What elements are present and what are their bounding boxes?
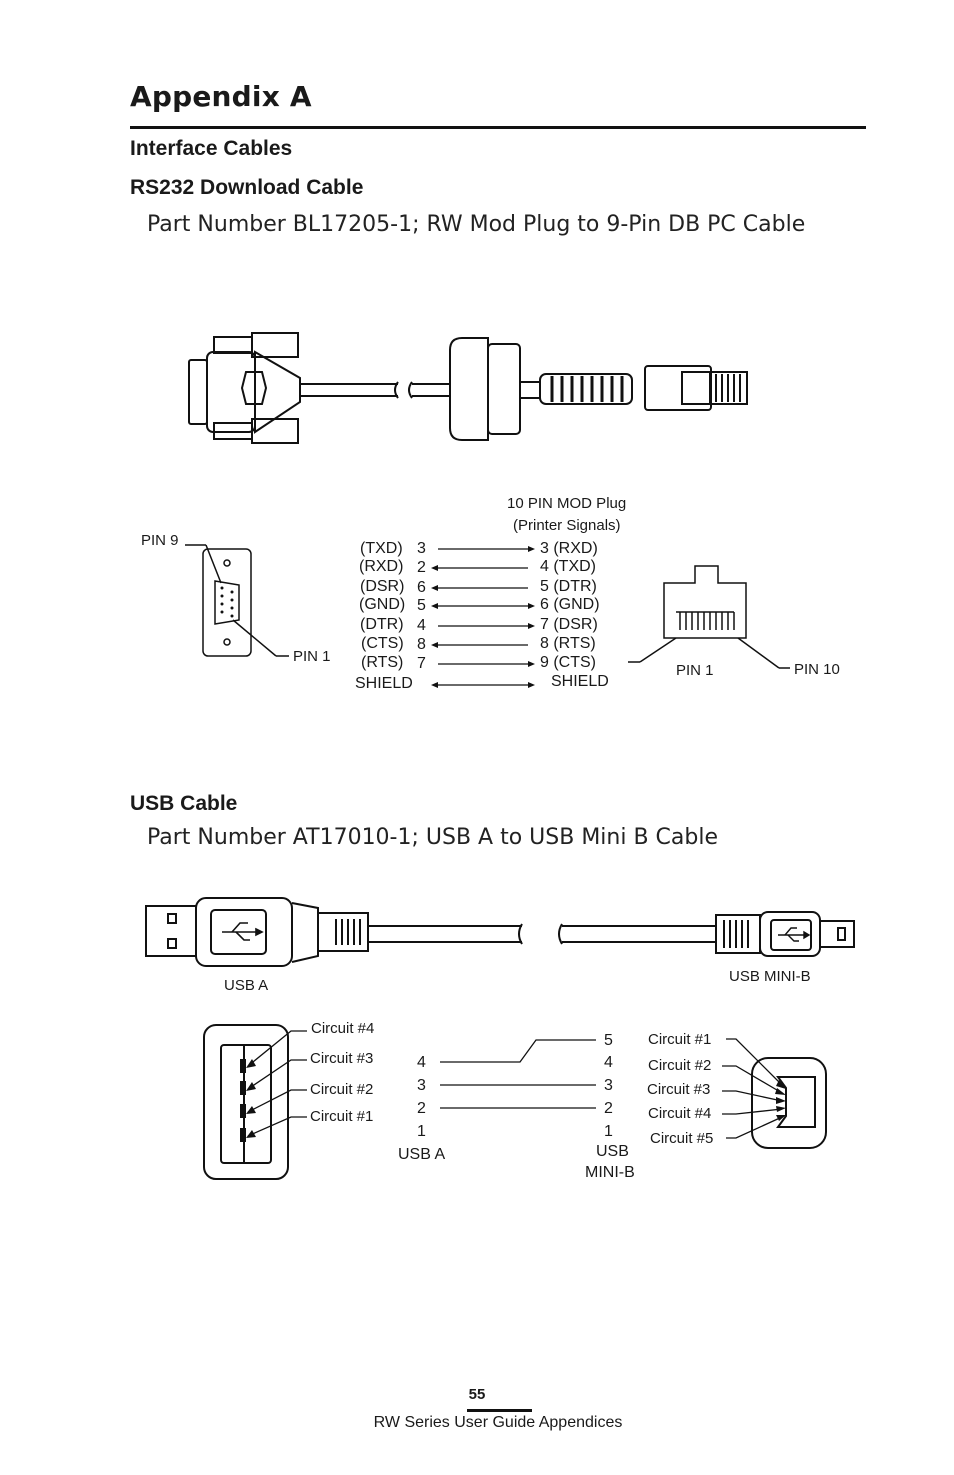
left-signal: (CTS) <box>361 635 404 652</box>
pin-map-arrowheads <box>431 546 535 688</box>
left-pin-number: 2 <box>417 559 426 576</box>
usb-minib-pin-number: 2 <box>604 1100 613 1117</box>
right-pin-entry: 6 (GND) <box>540 596 600 613</box>
rj-plug-front-drawing <box>628 565 790 669</box>
usb-minib-pin-number: 5 <box>604 1032 613 1049</box>
footer-rule <box>467 1409 532 1412</box>
left-pin-number: 7 <box>417 655 426 672</box>
usb-minib-circuit-label: Circuit #1 <box>648 1031 712 1048</box>
usb-wire-lines <box>440 1039 596 1109</box>
usb-minib-leader-lines <box>722 1038 783 1139</box>
db9-connector-drawing <box>188 332 450 444</box>
usb-part-line: Part Number AT17010-1; USB A to USB Mini… <box>147 825 719 850</box>
usb-minib-circuit-label: Circuit #4 <box>648 1105 712 1122</box>
usb-a-plug-label: USB A <box>224 977 269 994</box>
usb-a-bottom-label: USB A <box>398 1146 446 1163</box>
usb-a-pin-number: 3 <box>417 1077 426 1094</box>
usb-a-circuit-label: Circuit #3 <box>310 1050 374 1067</box>
usb-a-contacts <box>240 1059 246 1142</box>
shield-left-label: SHIELD <box>355 675 413 692</box>
pin-map-lines <box>438 548 528 686</box>
usb-a-circuit-label: Circuit #4 <box>311 1020 375 1037</box>
db9-pinout-drawing <box>185 544 289 657</box>
usb-minib-pin-number: 4 <box>604 1054 613 1071</box>
appendix-title: Appendix A <box>130 80 312 113</box>
left-signal: (DTR) <box>360 616 404 633</box>
mod-plug-subtitle: (Printer Signals) <box>513 517 621 534</box>
rj-pin1-label: PIN 1 <box>676 662 714 679</box>
left-signal: (RTS) <box>361 654 404 671</box>
usb-minib-plug-label: USB MINI-B <box>729 968 811 985</box>
rs232-part-line: Part Number BL17205-1; RW Mod Plug to 9-… <box>147 212 806 237</box>
usb-a-receptacle-drawing <box>203 1024 289 1180</box>
right-pin-entry: 7 (DSR) <box>540 616 598 633</box>
usb-a-circuit-label: Circuit #2 <box>310 1081 374 1098</box>
usb-a-pin-number: 1 <box>417 1123 426 1140</box>
left-signal: (TXD) <box>360 540 403 557</box>
usb-minib-bottom-label-1: USB <box>596 1143 629 1160</box>
title-rule <box>130 126 866 129</box>
left-signal: (RXD) <box>359 558 404 575</box>
usb-minib-plug-drawing <box>715 911 855 957</box>
usb-minib-leader-arrows <box>775 1080 786 1121</box>
right-pin-entry: 8 (RTS) <box>540 635 596 652</box>
right-pin-entry: 9 (CTS) <box>540 654 596 671</box>
left-pin-number: 4 <box>417 617 426 634</box>
left-signal: (GND) <box>359 596 406 613</box>
left-pin-number: 6 <box>417 579 426 596</box>
db9-pin-dots <box>220 586 234 618</box>
mod-plug-title: 10 PIN MOD Plug <box>507 495 627 512</box>
section-title: Interface Cables <box>130 137 293 160</box>
usb-minib-pin-number: 3 <box>604 1077 613 1094</box>
usb-minib-receptacle-drawing <box>751 1057 827 1149</box>
db9-pin1-label: PIN 1 <box>293 648 331 665</box>
usb-minib-trident-icon <box>778 927 811 942</box>
usb-minib-pin-number: 1 <box>604 1123 613 1140</box>
usb-a-pin-number: 2 <box>417 1100 426 1117</box>
usb-a-circuit-label: Circuit #1 <box>310 1108 374 1125</box>
shield-right-label: SHIELD <box>551 673 609 690</box>
rj-pin10-label: PIN 10 <box>794 661 840 678</box>
usb-a-leader-arrows <box>246 1059 256 1138</box>
left-pin-number: 5 <box>417 597 426 614</box>
left-pin-number: 8 <box>417 636 426 653</box>
db9-pin9-label: PIN 9 <box>141 532 179 549</box>
usb-a-leader-lines <box>247 1030 307 1137</box>
usb-minib-circuit-label: Circuit #3 <box>647 1081 711 1098</box>
right-pin-entry: 3 (RXD) <box>540 540 598 557</box>
usb-a-plug-drawing <box>145 897 716 967</box>
footer-text: RW Series User Guide Appendices <box>373 1414 623 1431</box>
rs232-heading: RS232 Download Cable <box>130 176 364 199</box>
usb-minib-bottom-label-2: MINI-B <box>585 1164 635 1181</box>
usb-minib-circuit-label: Circuit #5 <box>650 1130 714 1147</box>
usb-a-trident-icon <box>222 922 264 941</box>
usb-heading: USB Cable <box>130 792 238 815</box>
left-signal: (DSR) <box>360 578 405 595</box>
page-number: 55 <box>468 1386 486 1403</box>
left-pin-number: 3 <box>417 540 426 557</box>
mod-plug-drawing <box>449 337 748 441</box>
right-pin-entry: 5 (DTR) <box>540 578 597 595</box>
right-pin-entry: 4 (TXD) <box>540 558 596 575</box>
usb-minib-circuit-label: Circuit #2 <box>648 1057 712 1074</box>
usb-a-pin-number: 4 <box>417 1054 426 1071</box>
